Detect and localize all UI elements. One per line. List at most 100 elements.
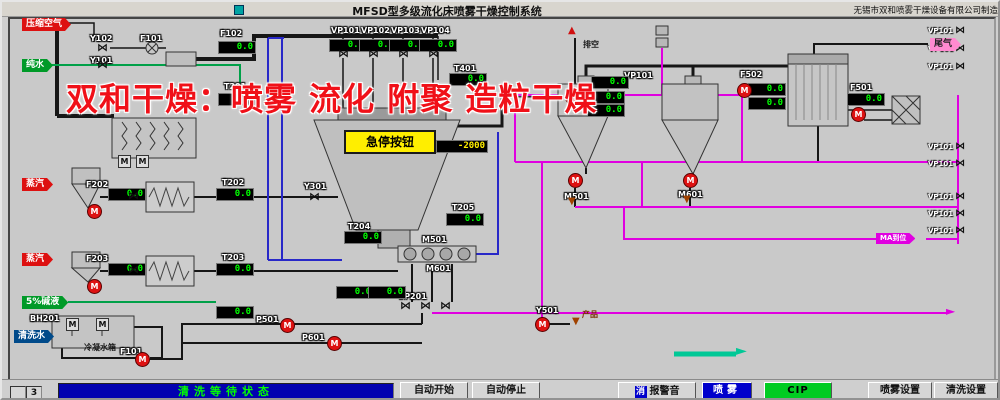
pump-f203-motor[interactable]: M xyxy=(87,279,102,294)
display-f203: 0.0 xyxy=(108,263,146,276)
label-t203: T203 xyxy=(222,253,245,262)
valve-icon[interactable]: ⋈ xyxy=(955,208,966,219)
right-valve-item: VP101⋈ xyxy=(928,61,966,72)
tag-pure-water: 纯水 xyxy=(22,59,53,72)
mute-label: 报警音 xyxy=(649,385,680,397)
label-m501-screw: M501 xyxy=(422,235,447,244)
valve-y102-icon[interactable]: ⋈ xyxy=(97,41,108,54)
auto-start-button[interactable]: 自动开始 xyxy=(400,382,468,398)
app-icon xyxy=(234,5,244,15)
mute-alarm-button[interactable]: 消 报警音 xyxy=(618,382,696,398)
pipes-magenta xyxy=(432,48,959,320)
display-f502-upper: 0.0 xyxy=(748,83,786,96)
valve-steam-2-icon[interactable]: ⋈ xyxy=(128,263,139,276)
page-title: MFSD型多级流化床喷雾干燥控制系统 xyxy=(352,5,542,18)
right-valve-item: VP101⋈ xyxy=(928,158,966,169)
emergency-stop-button[interactable]: 急停按钮 xyxy=(344,130,436,154)
label-t204: T204 xyxy=(348,222,371,231)
status-icon[interactable] xyxy=(10,386,26,398)
label-product: 产品 xyxy=(582,310,598,319)
auto-stop-button[interactable]: 自动停止 xyxy=(472,382,540,398)
label-f101: F101 xyxy=(140,34,163,43)
tank-agitator-1[interactable]: M xyxy=(66,318,79,331)
label-vp101-vent: VP101 xyxy=(624,71,653,80)
valve-y301-icon[interactable]: ⋈ xyxy=(309,190,320,203)
display-f202: 0.0 xyxy=(108,188,146,201)
right-valve-item: VP101⋈ xyxy=(928,141,966,152)
valve-vp104-icon[interactable]: ⋈ xyxy=(428,47,439,60)
valve-vp201-1-icon[interactable]: ⋈ xyxy=(400,299,411,312)
vent-arrow-icon: ▲ xyxy=(568,25,576,36)
right-valve-item: VP101⋈ xyxy=(928,25,966,36)
pump-vent-motor[interactable]: M xyxy=(565,90,580,105)
pump-p601-motor[interactable]: M xyxy=(327,336,342,351)
cyclone-b-icon xyxy=(661,75,719,176)
filter-motor-2[interactable]: M xyxy=(136,155,149,168)
title-bar: MFSD型多级流化床喷雾干燥控制系统 无锡市双和喷雾干燥设备有限公司制造 xyxy=(2,2,998,18)
screw-conveyor-icon xyxy=(397,245,477,263)
valve-icon[interactable]: ⋈ xyxy=(955,43,966,54)
label-f102: F102 xyxy=(220,29,243,38)
label-t205: T205 xyxy=(452,203,475,212)
display-feeder-right: 0.0 xyxy=(368,286,406,299)
label-bh201: BH201 xyxy=(30,314,60,323)
display-t201: 0.0 xyxy=(218,93,256,106)
label-p601: P601 xyxy=(302,333,325,342)
label-y301: Y301 xyxy=(304,182,327,191)
spray-settings-button[interactable]: 喷雾设置 xyxy=(868,382,932,398)
pump-f202-motor[interactable]: M xyxy=(87,204,102,219)
valve-icon[interactable]: ⋈ xyxy=(955,141,966,152)
pump-y501-motor[interactable]: M xyxy=(535,317,550,332)
valve-vp201-3-icon[interactable]: ⋈ xyxy=(440,299,451,312)
tag-wash-water: 清洗水 xyxy=(14,330,54,343)
label-m601: M601 xyxy=(426,264,451,273)
status-message-bar: 清洗等待状态 xyxy=(58,383,394,398)
cip-arrow-icon: ► xyxy=(946,304,956,318)
tag-ma-status: MA到位 xyxy=(876,233,915,244)
display-f501: 0.0 xyxy=(847,93,885,106)
valve-vp101-icon[interactable]: ⋈ xyxy=(338,47,349,60)
filter-motor-1[interactable]: M xyxy=(118,155,131,168)
display-vp101-vent: 0.0 xyxy=(591,76,629,89)
pump-f501-motor[interactable]: M xyxy=(851,107,866,122)
display-cyclone-top: 0.0 xyxy=(587,91,625,104)
label-f501: F501 xyxy=(850,83,873,92)
spray-button[interactable]: 喷雾 xyxy=(702,382,752,398)
label-vp102: VP102 xyxy=(361,26,390,35)
valve-vp102-icon[interactable]: ⋈ xyxy=(368,47,379,60)
valve-steam-1-icon[interactable]: ⋈ xyxy=(128,189,139,202)
blower-f102-icon xyxy=(165,51,197,67)
cip-button[interactable]: CIP xyxy=(764,382,832,398)
valve-icon[interactable]: ⋈ xyxy=(955,191,966,202)
right-valve-item: VP101⋈ xyxy=(928,191,966,202)
pump-f502-motor[interactable]: M xyxy=(737,83,752,98)
discharge-b-arrow-icon: ▼ xyxy=(683,194,691,205)
label-f203: F203 xyxy=(86,254,109,263)
valve-icon[interactable]: ⋈ xyxy=(955,25,966,36)
valve-icon[interactable]: ⋈ xyxy=(955,61,966,72)
page-number[interactable]: 3 xyxy=(26,386,42,398)
valve-icon[interactable]: ⋈ xyxy=(955,225,966,236)
tag-alkali: 5%碱液 xyxy=(22,296,68,309)
pump-p501-motor[interactable]: M xyxy=(280,318,295,333)
display-vp104: 0.0 xyxy=(419,39,457,52)
valve-label: VP101 xyxy=(928,209,954,218)
pipes-blue xyxy=(267,37,499,261)
tag-steam-1: 蒸汽 xyxy=(22,178,53,191)
valve-vp103-icon[interactable]: ⋈ xyxy=(398,47,409,60)
pump-m501-motor[interactable]: M xyxy=(568,173,583,188)
valve-icon[interactable]: ⋈ xyxy=(955,158,966,169)
clean-settings-button[interactable]: 清洗设置 xyxy=(934,382,998,398)
product-arrow-icon: ▼ xyxy=(572,316,580,327)
label-y101: Y101 xyxy=(90,56,113,65)
pump-m601-motor[interactable]: M xyxy=(683,173,698,188)
valve-y101-icon[interactable]: ⋈ xyxy=(97,58,108,71)
label-m501-cyclone: M501 xyxy=(564,192,589,201)
valve-vp201-2-icon[interactable]: ⋈ xyxy=(420,299,431,312)
watermark-text: 双和干燥：喷雾 流化 附聚 造粒干燥 xyxy=(66,80,598,118)
pump-f101-motor[interactable]: M xyxy=(135,352,150,367)
label-f101-pump: F101 xyxy=(120,347,143,356)
tank-agitator-2[interactable]: M xyxy=(96,318,109,331)
